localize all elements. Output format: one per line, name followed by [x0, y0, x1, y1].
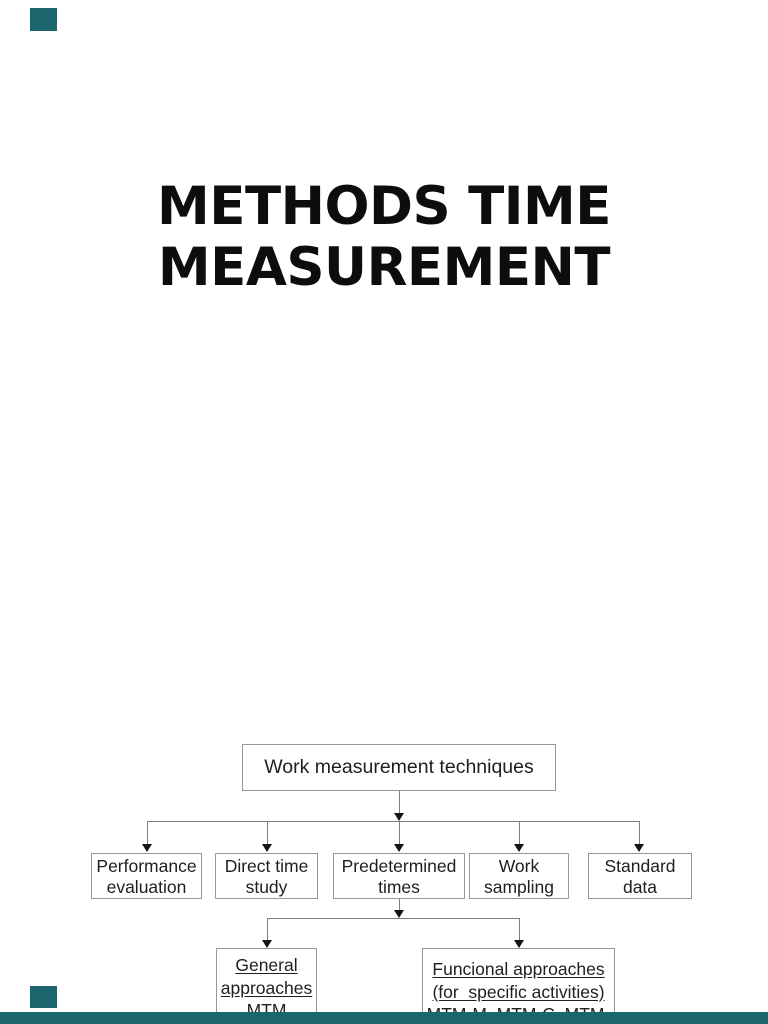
flowchart-box-label: study [245, 877, 288, 897]
arrowhead-down-icon [142, 844, 152, 852]
flowchart-box-label: Predetermined [341, 856, 457, 876]
connector-line [399, 822, 400, 844]
flowchart-box-predetermined-times: Predetermined times [333, 853, 465, 899]
arrowhead-down-icon [394, 844, 404, 852]
flowchart-box-performance-evaluation: Performance evaluation [91, 853, 202, 899]
flowchart-box-label: Standard [604, 856, 676, 876]
flowchart-box-work-sampling: Work sampling [469, 853, 569, 899]
flowchart-box-label: Work [498, 856, 540, 876]
arrowhead-down-icon [514, 940, 524, 948]
viewer-accent-square-top [30, 8, 57, 31]
arrowhead-down-icon [394, 813, 404, 821]
flowchart-box-label: evaluation [106, 877, 187, 897]
flowchart-box-label: (for specific activities) [432, 981, 605, 1002]
flowchart-box-label: Performance [96, 856, 197, 876]
viewer-bottom-bar [0, 1012, 768, 1024]
flowchart-box-label: approaches [220, 977, 313, 998]
connector-line [639, 822, 640, 844]
arrowhead-down-icon [634, 844, 644, 852]
slide-title-line2: MEASUREMENT [157, 237, 611, 298]
flowchart-box-label: Work measurement techniques [264, 756, 534, 778]
connector-line [519, 919, 520, 940]
connector-line [147, 821, 640, 822]
arrowhead-down-icon [262, 940, 272, 948]
connector-line [519, 822, 520, 844]
connector-line [147, 822, 148, 844]
arrowhead-down-icon [394, 910, 404, 918]
flowchart-box-standard-data: Standard data [588, 853, 692, 899]
flowchart-box-label: General [235, 955, 298, 975]
slide-title-line1: METHODS TIME [157, 176, 611, 237]
flowchart-box-label: times [378, 877, 420, 897]
flowchart-box-label: Funcional approaches [432, 959, 605, 979]
connector-line [399, 791, 400, 813]
connector-line [399, 899, 400, 911]
connector-line [267, 919, 268, 940]
viewer-accent-square-bottom [30, 986, 57, 1008]
flowchart-box-label: Direct time [224, 856, 309, 876]
arrowhead-down-icon [262, 844, 272, 852]
flowchart-box-label: data [622, 877, 658, 897]
connector-line [267, 918, 520, 919]
flowchart-box-work-measurement-techniques: Work measurement techniques [242, 744, 556, 791]
connector-line [267, 822, 268, 844]
flowchart-box-general-approaches-mtm: General approaches MTM [216, 948, 317, 1024]
flowchart-box-direct-time-study: Direct time study [215, 853, 318, 899]
flowchart-box-label: sampling [483, 877, 555, 897]
slide-title: METHODS TIME MEASUREMENT [0, 176, 768, 298]
arrowhead-down-icon [514, 844, 524, 852]
